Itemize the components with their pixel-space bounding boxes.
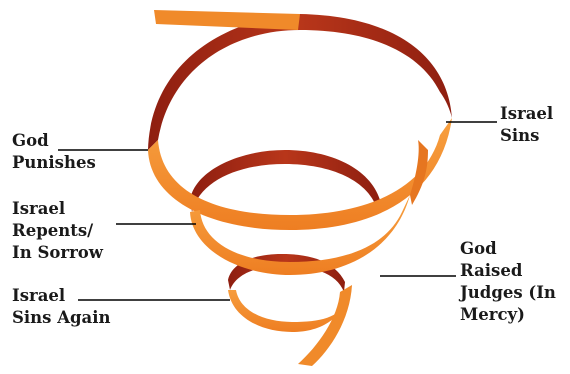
- ribbon-tail: [298, 285, 352, 366]
- ribbon-top-strip: [154, 10, 300, 30]
- label-line: Israel: [12, 199, 66, 218]
- label-line: God: [460, 239, 497, 258]
- label-line: Punishes: [12, 153, 96, 172]
- label-line: God: [12, 131, 49, 150]
- ribbon-back-second: [190, 150, 380, 212]
- ribbon-front-first: [148, 118, 452, 230]
- ribbon-back-layer: [148, 14, 452, 292]
- label-line: Sins Again: [12, 308, 111, 327]
- label-line: Sins: [500, 126, 540, 145]
- label-israel-repents: Israel Repents/ In Sorrow: [12, 198, 103, 264]
- ribbon-back-top: [148, 14, 452, 150]
- label-line: Israel: [12, 286, 66, 305]
- label-line: Mercy): [460, 305, 525, 324]
- leader-lines: [58, 121, 497, 301]
- label-line: In Sorrow: [12, 243, 103, 262]
- label-line: Raised: [460, 261, 523, 280]
- label-god-raised-judges: God Raised Judges (In Mercy): [460, 238, 556, 326]
- ribbon-front-second: [190, 195, 410, 275]
- label-god-punishes: God Punishes: [12, 130, 96, 174]
- label-line: Judges (In: [460, 283, 556, 302]
- label-israel-sins: Israel Sins: [500, 103, 553, 147]
- label-line: Israel: [500, 104, 554, 123]
- label-line: Repents/: [12, 221, 94, 240]
- label-israel-sins-again: Israel Sins Again: [12, 285, 111, 329]
- ribbon-connector-right: [410, 140, 428, 205]
- ribbon-front-third: [228, 285, 352, 332]
- ribbon-front-layer: [148, 10, 452, 366]
